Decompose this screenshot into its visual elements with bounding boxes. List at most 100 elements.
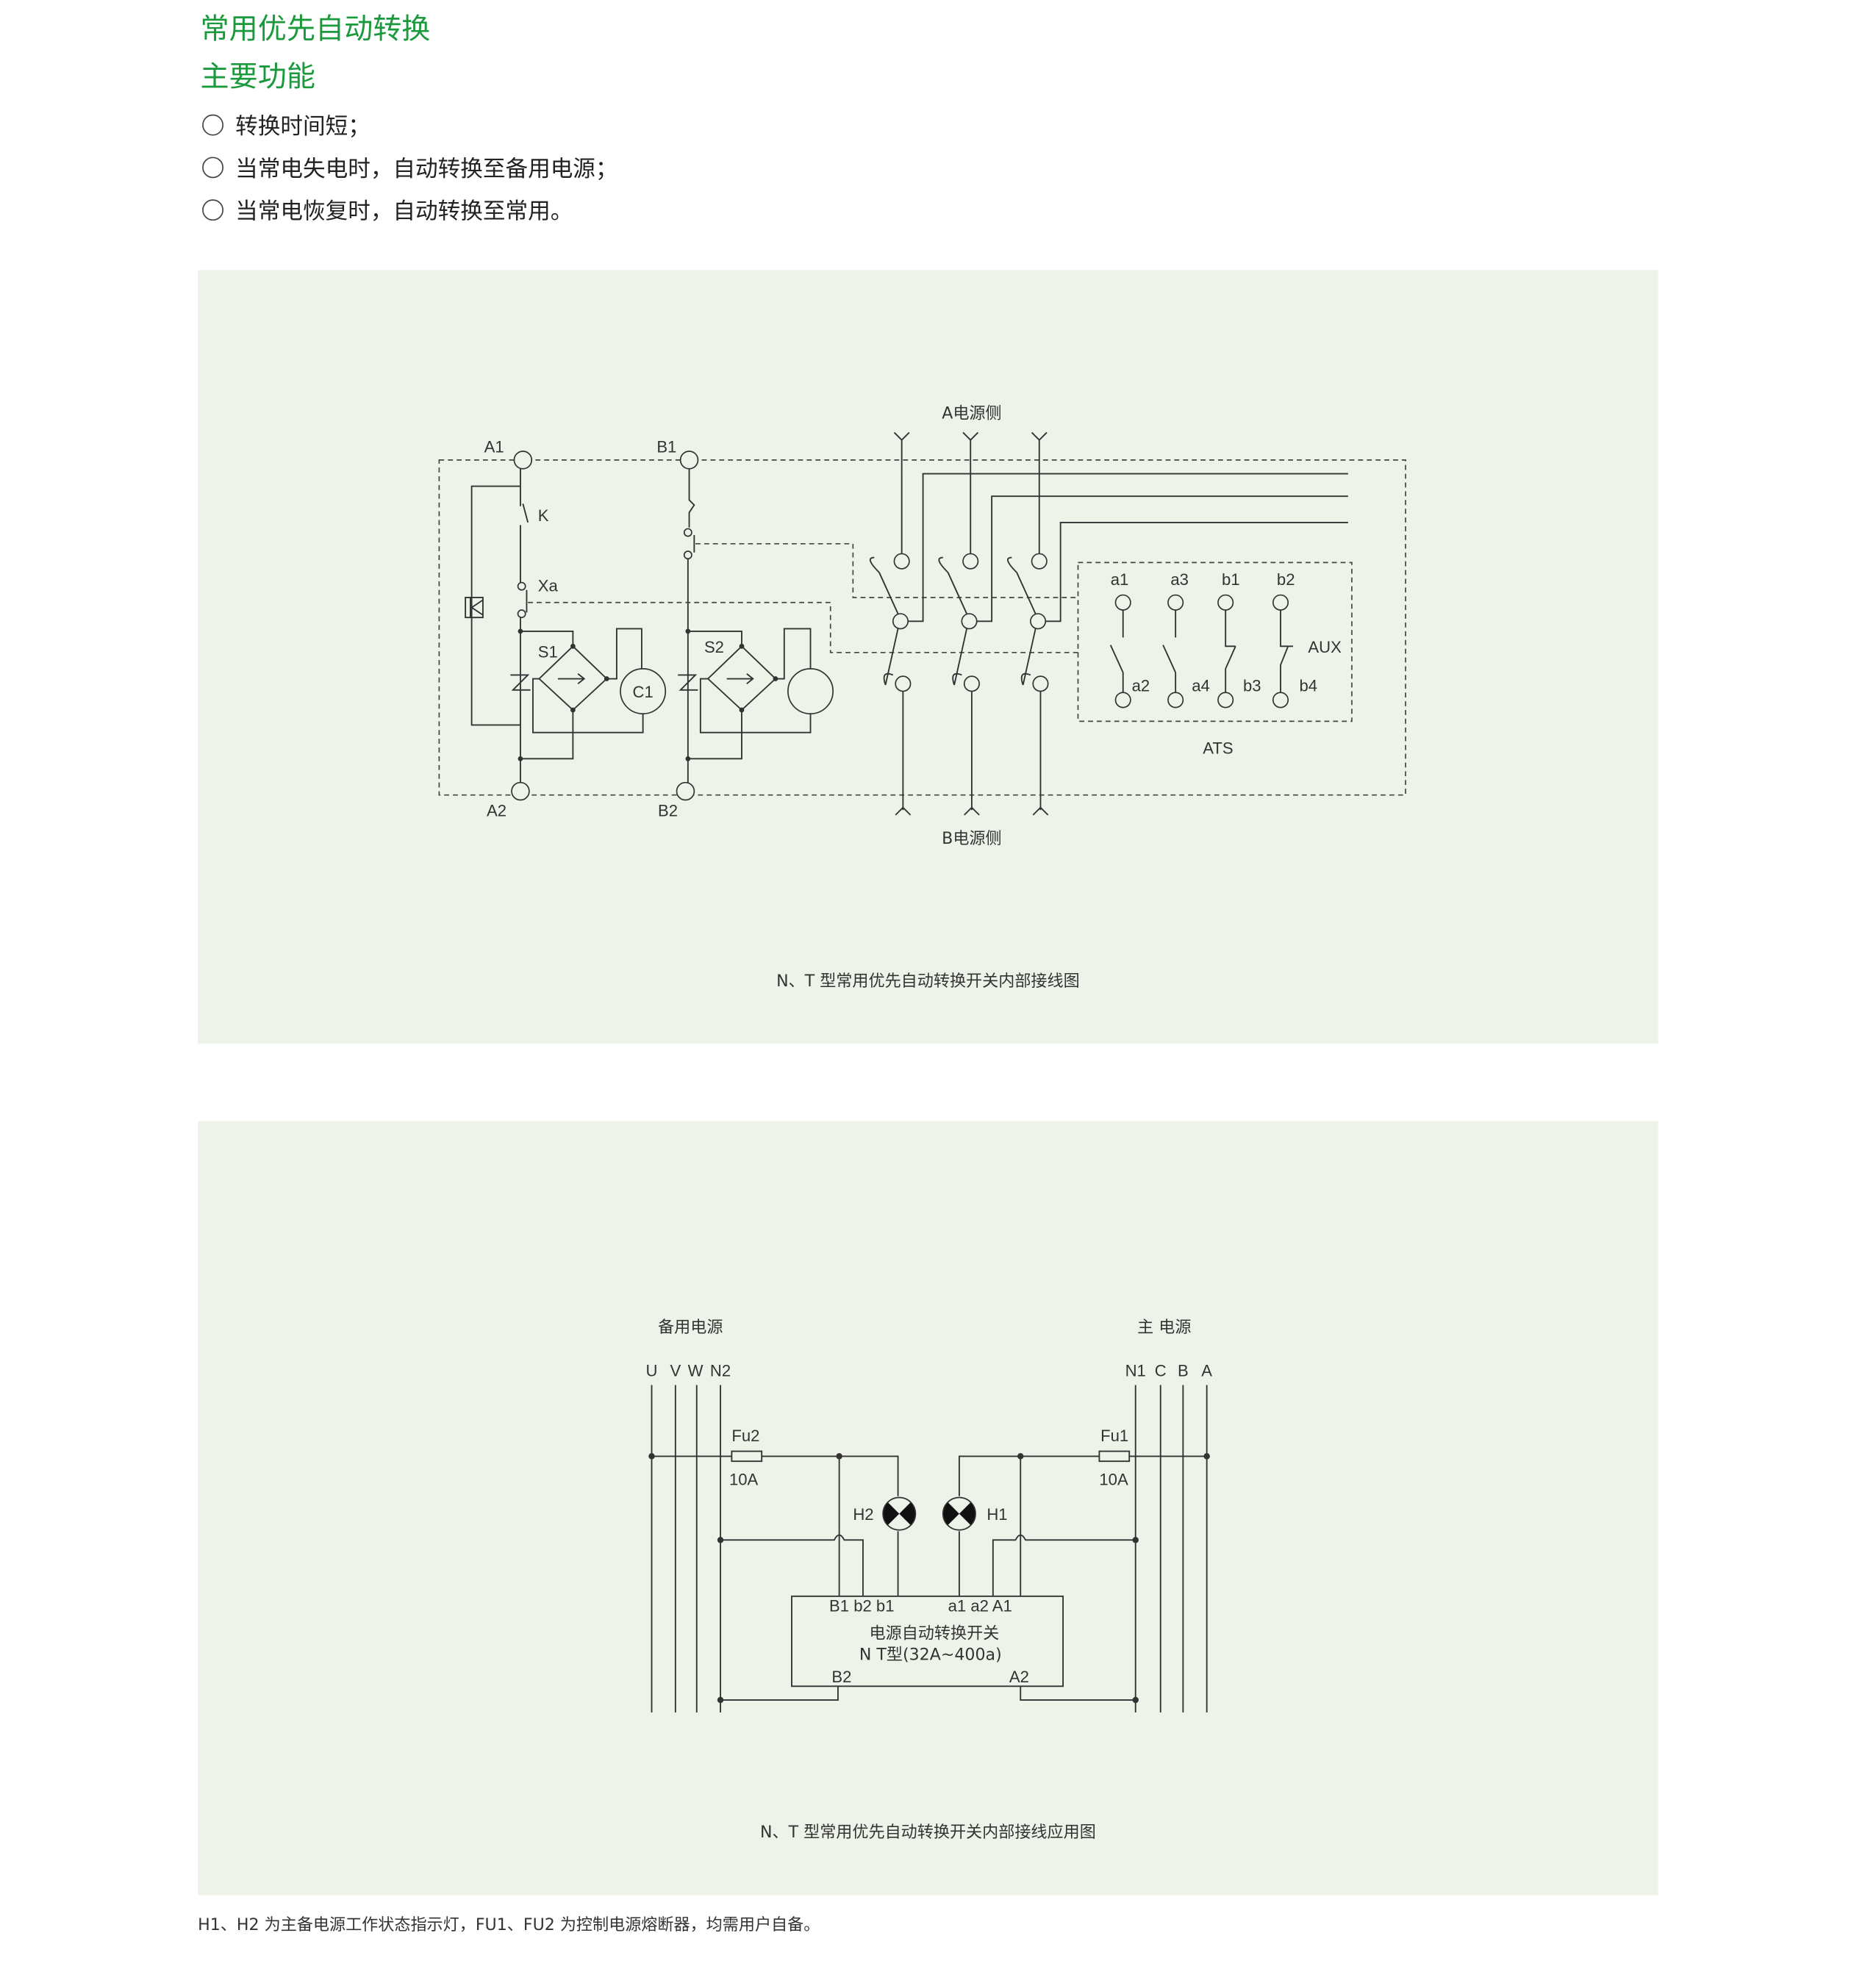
bus-lines bbox=[651, 1385, 1208, 1713]
relay-coil-mark bbox=[469, 597, 484, 618]
pole-wires bbox=[878, 431, 1348, 816]
junction-dot bbox=[570, 707, 576, 713]
arrow-icon bbox=[726, 672, 754, 685]
label-b3-contact: b3 bbox=[1243, 677, 1261, 695]
label-s1: S1 bbox=[538, 643, 558, 661]
aux-terminal bbox=[1272, 692, 1289, 709]
label-a3-contact: a3 bbox=[1170, 570, 1189, 589]
lamp-h1-label: H1 bbox=[987, 1505, 1007, 1524]
aux-terminal bbox=[1167, 594, 1184, 611]
pole-contact bbox=[893, 553, 910, 570]
phase-label: B bbox=[1178, 1362, 1189, 1380]
label-a4-contact: a4 bbox=[1192, 677, 1210, 695]
junction-dot bbox=[773, 676, 778, 681]
motor-c2 bbox=[787, 668, 834, 714]
bullet-circle-icon bbox=[202, 114, 224, 136]
header: 常用优先自动转换 主要功能 转换时间短； 当常电失电时，自动转换至备用电源； 当… bbox=[201, 13, 618, 225]
pole-contact bbox=[961, 613, 978, 630]
terminal-a1 bbox=[513, 451, 533, 470]
junction-dot bbox=[518, 628, 523, 634]
junction-dot bbox=[1017, 1453, 1024, 1460]
phase-label: W bbox=[688, 1362, 704, 1380]
aux-terminal bbox=[1217, 594, 1234, 611]
control-wires bbox=[651, 1455, 1207, 1701]
pole-contact bbox=[962, 553, 979, 570]
phase-label: V bbox=[670, 1362, 681, 1380]
aux-contacts bbox=[1109, 609, 1294, 693]
label-a2: A2 bbox=[487, 802, 506, 820]
indicator-lamp-h2-icon bbox=[882, 1496, 917, 1531]
pole-contact bbox=[1030, 613, 1047, 630]
junction-dot bbox=[685, 756, 691, 761]
lamp-h2-label: H2 bbox=[853, 1505, 873, 1524]
bullet-circle-icon bbox=[202, 199, 224, 221]
junction-dot bbox=[717, 1696, 724, 1704]
label-ats: ATS bbox=[1203, 739, 1233, 758]
source-b-label: B电源侧 bbox=[942, 829, 1001, 848]
enclosure-dashed-box bbox=[438, 459, 1406, 796]
xa-contact bbox=[517, 609, 526, 619]
label-b4-contact: b4 bbox=[1300, 677, 1318, 695]
aux-terminal bbox=[1167, 692, 1184, 709]
zener-diode-icon bbox=[510, 674, 531, 691]
label-b2: B2 bbox=[658, 802, 678, 820]
label-s2: S2 bbox=[704, 638, 724, 656]
feature-item: 当常电恢复时，自动转换至常用。 bbox=[235, 199, 573, 225]
transfer-switch-box bbox=[791, 1595, 1064, 1687]
backup-source-label: 备用电源 bbox=[658, 1318, 723, 1337]
junction-dot bbox=[570, 643, 576, 649]
pole-contact bbox=[892, 613, 909, 630]
aux-terminal bbox=[1114, 594, 1131, 611]
phase-label: N2 bbox=[710, 1362, 731, 1380]
label-k: K bbox=[538, 506, 549, 525]
pole-contact bbox=[963, 675, 980, 692]
relay-coil-icon bbox=[465, 597, 484, 619]
box-terminals-right: a1 a2 A1 bbox=[948, 1596, 1012, 1615]
application-wiring-diagram: 备用电源 主 电源 U V W N2 N1 C B A Fu2 10A Fu1 bbox=[646, 1318, 1213, 1842]
phase-label: C bbox=[1155, 1362, 1167, 1380]
terminal-b1 bbox=[679, 451, 699, 470]
xa-contact bbox=[517, 581, 526, 591]
label-c1: C1 bbox=[632, 683, 653, 701]
label-a2-contact: a2 bbox=[1132, 677, 1150, 695]
fuse2-rating: 10A bbox=[729, 1470, 759, 1488]
ats-aux-box bbox=[1077, 562, 1353, 722]
a-circuit-wires bbox=[470, 468, 644, 792]
phase-label: N1 bbox=[1125, 1362, 1146, 1380]
label-xa: Xa bbox=[538, 576, 559, 595]
aux-terminal bbox=[1272, 594, 1289, 611]
section-title: 主要功能 bbox=[201, 60, 315, 93]
mechanical-link-dashed bbox=[528, 542, 1078, 653]
box-model: N T型(32A~400a) bbox=[859, 1646, 1002, 1665]
box-terminal-b2: B2 bbox=[831, 1668, 851, 1686]
fuse-fu1 bbox=[1098, 1450, 1131, 1463]
junction-dot bbox=[1203, 1453, 1210, 1460]
label-a1: A1 bbox=[484, 438, 504, 456]
box-terminals-left: B1 b2 b1 bbox=[829, 1596, 894, 1615]
bullet-circle-icon bbox=[202, 157, 224, 179]
terminal-b2 bbox=[676, 781, 695, 801]
junction-dot bbox=[739, 707, 745, 713]
junction-dot bbox=[604, 676, 609, 681]
motor-c1 bbox=[620, 668, 667, 714]
indicator-lamp-h1-icon bbox=[942, 1496, 976, 1531]
junction-dot bbox=[648, 1453, 655, 1460]
footnote: H1、H2 为主备电源工作状态指示灯，FU1、FU2 为控制电源熔断器，均需用户… bbox=[198, 1915, 820, 1934]
arrow-icon bbox=[557, 672, 586, 685]
b-contact bbox=[683, 528, 692, 537]
feature-item: 转换时间短； bbox=[235, 114, 370, 140]
fuse-fu2 bbox=[731, 1450, 763, 1463]
diagram1-panel bbox=[198, 270, 1658, 1044]
pole-contact bbox=[1031, 553, 1048, 570]
aux-terminal bbox=[1114, 692, 1131, 709]
main-switch-poles bbox=[869, 431, 1348, 816]
junction-dot bbox=[685, 628, 691, 634]
junction-dot bbox=[836, 1453, 842, 1460]
box-title: 电源自动转换开关 bbox=[870, 1624, 1000, 1643]
pole-contact bbox=[895, 675, 912, 692]
label-a1-contact: a1 bbox=[1111, 570, 1129, 589]
aux-terminal bbox=[1217, 692, 1234, 709]
junction-dot bbox=[739, 643, 745, 649]
diagram2-caption: N、T 型常用优先自动转换开关内部接线应用图 bbox=[760, 1823, 1096, 1842]
